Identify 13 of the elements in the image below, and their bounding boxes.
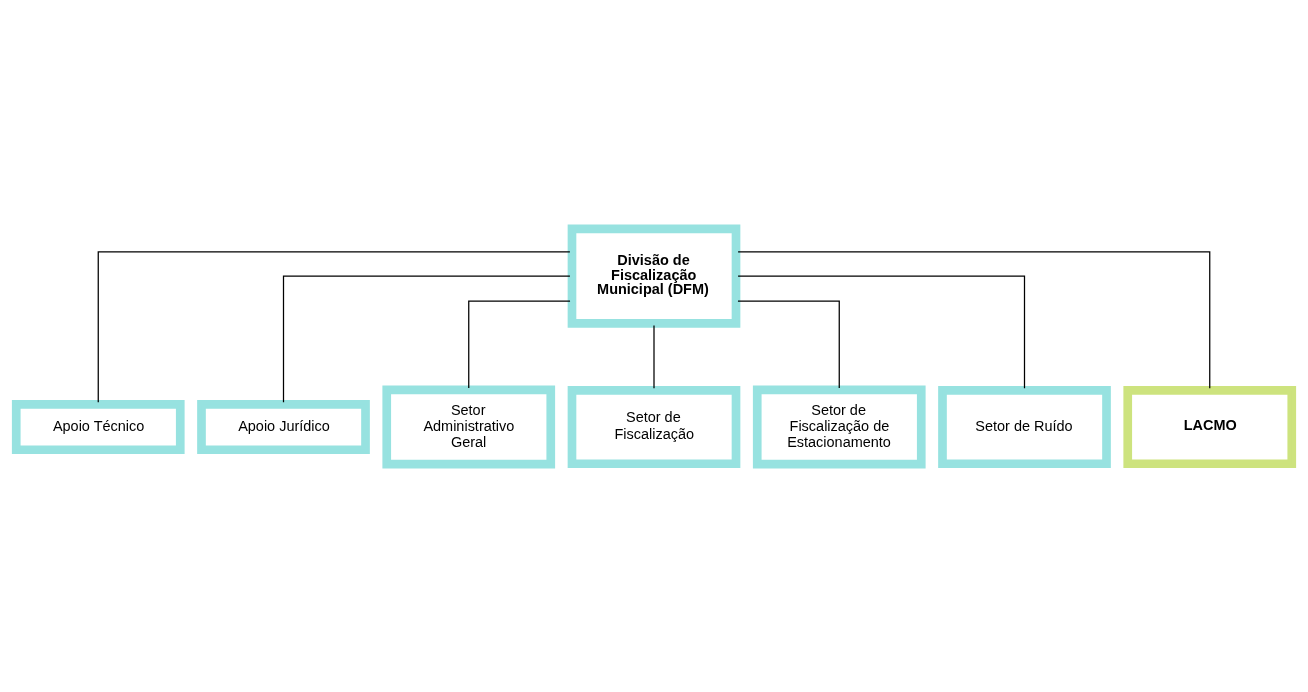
connector [737, 250, 1211, 389]
connector [97, 250, 571, 403]
node-box: Setor de Ruído [938, 385, 1111, 468]
node-box: Divisão de Fiscalização Municipal (DFM) [567, 223, 741, 328]
connector [737, 274, 1026, 389]
connector [737, 300, 840, 389]
node-box: LACMO [1123, 385, 1297, 468]
node-box: Apoio Jurídico [197, 399, 370, 454]
connector [282, 274, 571, 403]
node-box: Setor de Fiscalização [567, 385, 741, 468]
node-box: Apoio Técnico [11, 399, 185, 454]
connector [468, 300, 571, 389]
connector [653, 324, 655, 389]
